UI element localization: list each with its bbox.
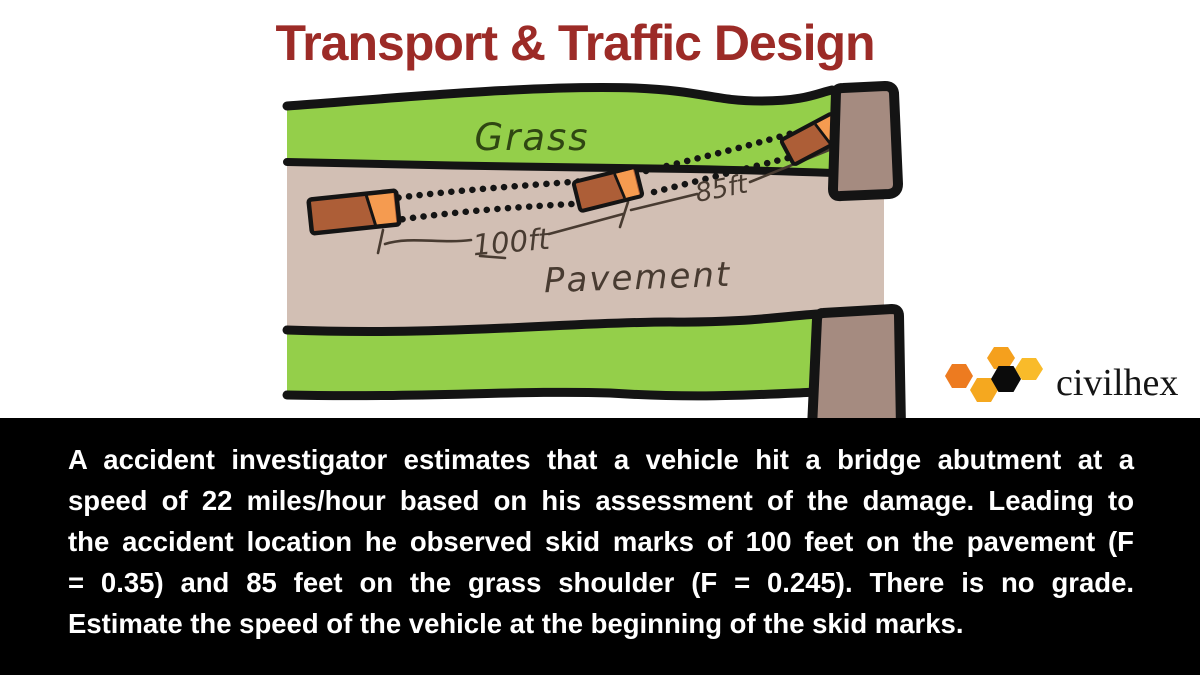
problem-line-2: speed of 22 miles/hour based on his asse…: [68, 485, 1134, 516]
hexagon-right-icon: [1015, 358, 1043, 380]
car-middle: [571, 165, 645, 213]
bridge-abutment-top: [828, 81, 903, 202]
civilhex-logo: civilhex: [939, 346, 1178, 406]
skid-marks-grass: [642, 127, 813, 196]
car-start: [306, 188, 402, 236]
logo-text: civilhex: [1056, 362, 1179, 404]
dimension-lines: [376, 146, 836, 260]
hexagon-bottom-icon: [970, 378, 998, 402]
problem-statement: A accident investigator estimates that a…: [0, 418, 1200, 675]
hexagon-cluster-icon: [945, 347, 1043, 402]
pavement-label: Pavement: [543, 255, 732, 302]
page-title: Transport & Traffic Design: [275, 15, 875, 71]
problem-line-5: Estimate the speed of the vehicle at the…: [68, 608, 964, 639]
problem-line-1: A accident investigator estimates that a…: [68, 444, 1134, 475]
dimension-100ft: 100ft: [471, 222, 552, 263]
tick-left: [376, 228, 385, 255]
hexagon-center-icon: [991, 366, 1021, 392]
problem-line-3: the accident location he observed skid m…: [68, 526, 1134, 557]
label-underline: [478, 254, 507, 260]
grass-label: Grass: [474, 116, 589, 159]
hexagon-top-icon: [987, 347, 1015, 369]
hexagon-left-icon: [945, 364, 973, 388]
grass-strip-bottom: [282, 309, 823, 401]
problem-line-4: = 0.35) and 85 feet on the grass shoulde…: [68, 567, 1134, 598]
tick-middle: [618, 200, 630, 229]
pavement-area: [287, 150, 884, 332]
bridge-abutment-bottom: [807, 304, 906, 433]
